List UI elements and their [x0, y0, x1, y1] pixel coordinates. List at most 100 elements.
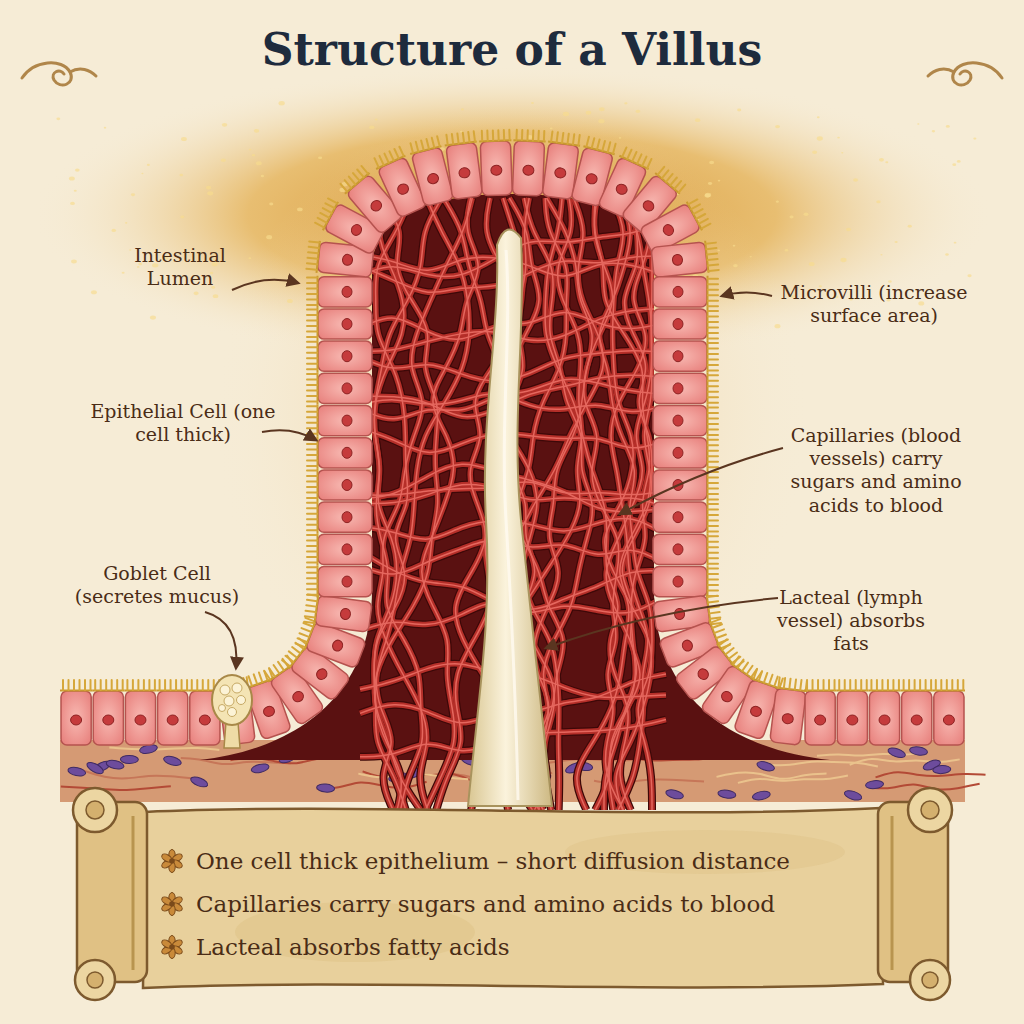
cell-body — [653, 566, 707, 596]
speckle — [180, 216, 184, 219]
microvillus — [708, 300, 718, 302]
microvillus — [708, 531, 718, 533]
microvillus — [374, 158, 378, 167]
microvillus — [307, 405, 317, 407]
cell-nucleus — [342, 286, 352, 297]
microvillus — [706, 243, 716, 244]
microvillus — [708, 596, 718, 597]
speckle — [56, 117, 60, 120]
callout-label: Capillaries (blood vessels) carry sugars… — [786, 424, 966, 517]
microvillus — [307, 470, 317, 472]
ornament-swirl — [70, 69, 96, 76]
microvillus — [68, 680, 70, 690]
microvillus — [307, 427, 317, 429]
connective-fiber — [717, 772, 827, 778]
cell-body — [651, 242, 708, 278]
microvillus — [658, 167, 664, 175]
scroll-curl — [73, 788, 117, 832]
brush-border — [707, 372, 709, 404]
microvillus — [754, 669, 757, 678]
epithelial-cell — [307, 340, 372, 372]
microvillus — [543, 131, 545, 141]
epithelial-cell — [653, 372, 718, 404]
cell-nucleus — [585, 173, 598, 185]
brush-border — [317, 308, 319, 340]
cell-body — [446, 142, 483, 199]
microvillus — [159, 680, 161, 690]
microvillus — [269, 668, 275, 676]
microvillus — [708, 509, 718, 511]
brush-border — [317, 501, 319, 533]
microvillus — [309, 241, 319, 242]
microvillus — [592, 138, 594, 148]
brush-border — [901, 690, 933, 692]
microvillus — [307, 298, 317, 300]
brush-border — [707, 565, 709, 597]
brush-border — [317, 340, 319, 372]
microvillus — [62, 680, 64, 690]
microvillus — [940, 680, 942, 690]
microvillus — [708, 385, 718, 387]
microvillus — [410, 143, 412, 153]
cell-nucleus — [342, 319, 352, 330]
scroll-curl-inner — [922, 972, 938, 988]
cell-nucleus — [342, 576, 352, 587]
capillary-network — [360, 198, 666, 810]
capillary-highlight — [604, 198, 652, 810]
microvillus — [307, 502, 317, 504]
epithelial-cell — [304, 593, 373, 633]
microvillus — [708, 305, 718, 307]
brush-border — [655, 173, 680, 194]
microvillus — [715, 629, 724, 633]
brush-border — [775, 687, 807, 691]
scroll-roll-shade — [132, 816, 135, 970]
speckle — [141, 173, 143, 174]
microvillus — [432, 138, 434, 148]
microvillus — [870, 680, 872, 690]
cell-nucleus — [342, 544, 352, 555]
cell-body — [653, 277, 707, 307]
scroll-body — [143, 808, 883, 988]
brush-border — [707, 405, 709, 437]
speckle — [550, 127, 553, 129]
microvillus — [307, 443, 317, 445]
speckle — [635, 110, 640, 113]
cell-body — [653, 502, 707, 532]
microvillus — [307, 287, 317, 289]
microvillus — [389, 151, 393, 160]
microvillus — [694, 209, 703, 214]
speckle — [131, 193, 135, 196]
microvillus — [307, 416, 317, 418]
speckle — [840, 258, 846, 262]
speckle — [704, 194, 710, 198]
capillary-highlight — [443, 198, 563, 810]
microvillus — [305, 616, 315, 617]
microvillus — [930, 680, 932, 690]
cell-body — [653, 406, 707, 436]
microvillus — [784, 678, 785, 688]
speckle — [256, 161, 262, 165]
brush-border — [317, 533, 319, 565]
microvillus — [708, 353, 718, 355]
cell-nucleus — [749, 705, 763, 718]
microvillus — [708, 326, 718, 328]
microvillus — [708, 348, 718, 350]
brush-border — [314, 594, 318, 626]
leader-line — [620, 448, 783, 514]
microvillus — [962, 680, 964, 690]
microvillus — [111, 680, 113, 690]
microvillus — [309, 247, 319, 248]
brush-border — [376, 156, 405, 169]
microvillus — [361, 166, 367, 174]
cell-body — [318, 470, 372, 500]
cell-nucleus — [673, 544, 683, 555]
connective-cell — [120, 755, 138, 763]
scroll-curl — [908, 788, 952, 832]
speckle — [586, 111, 592, 115]
scroll-curl-inner — [921, 801, 939, 819]
microvillus — [349, 177, 355, 185]
microvillus — [307, 293, 317, 295]
cell-body — [61, 691, 91, 745]
microvillus — [421, 140, 423, 150]
